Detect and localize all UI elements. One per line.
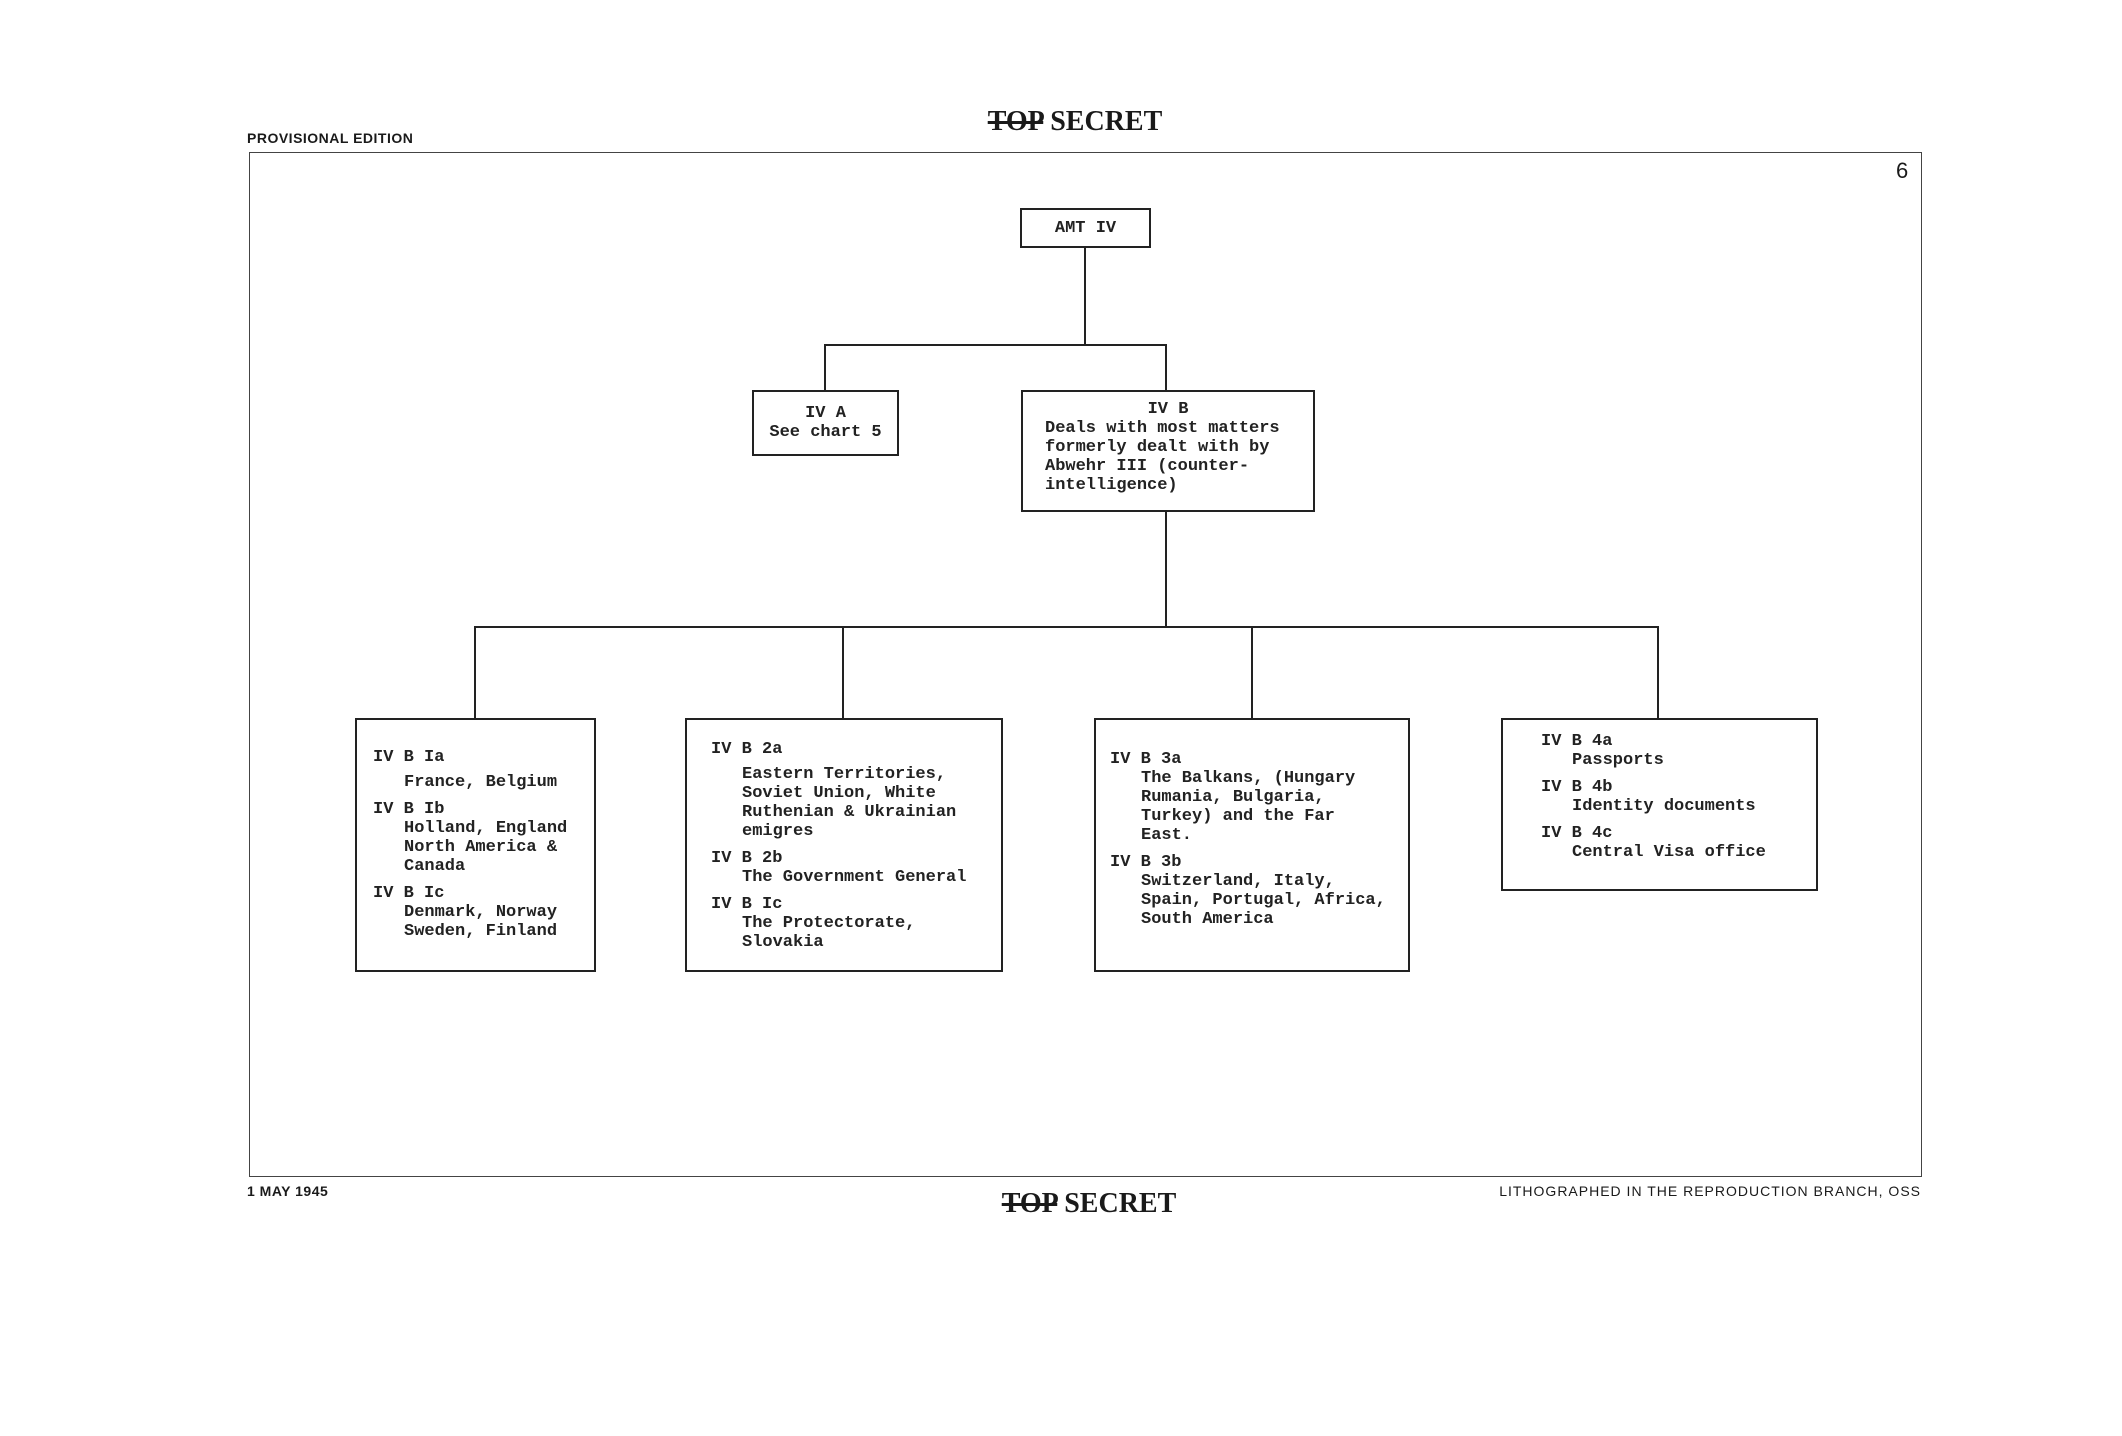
section-desc: Central Visa office [1572, 843, 1766, 862]
edition-label: PROVISIONAL EDITION [247, 130, 414, 146]
connector [1251, 626, 1253, 718]
section-code: IV B Ia [373, 748, 445, 767]
iv-b-desc-line: formerly dealt with by [1045, 438, 1270, 457]
section-desc: Passports [1572, 751, 1664, 770]
page-frame [249, 152, 1922, 1177]
iv-a-code: IV A [805, 404, 846, 423]
connector [824, 344, 1167, 346]
section-desc: France, Belgium [404, 773, 558, 792]
section-code: IV B Ic [373, 884, 445, 903]
section-desc: Sweden, Finland [404, 922, 558, 941]
secret-label: SECRET [1050, 106, 1163, 137]
section-desc: Spain, Portugal, Africa, [1141, 891, 1386, 910]
section-desc: North America & [404, 838, 558, 857]
section-code: IV B 4b [1541, 778, 1613, 797]
iv-a-desc: See chart 5 [769, 423, 882, 442]
section-code: IV B 2a [711, 740, 783, 759]
secret-label: SECRET [1064, 1188, 1177, 1219]
section-desc: East. [1141, 826, 1193, 845]
section-desc: The Government General [742, 868, 967, 887]
iv-b-desc-line: Deals with most matters [1045, 419, 1280, 438]
section-desc: The Protectorate, [742, 914, 916, 933]
connector [1084, 247, 1086, 345]
section-desc: Switzerland, Italy, [1141, 872, 1335, 891]
bottom-classification: TOP SECRET [1002, 1188, 1177, 1220]
top-classification: TOP SECRET [988, 106, 1163, 138]
connector [1165, 511, 1167, 628]
iv-b-box: IV B Deals with most matters formerly de… [1021, 390, 1315, 512]
date-label: 1 MAY 1945 [247, 1183, 329, 1199]
connector [474, 626, 476, 718]
section-desc: Denmark, Norway [404, 903, 558, 922]
section-desc: Rumania, Bulgaria, [1141, 788, 1325, 807]
amt-iv-label: AMT IV [1054, 219, 1117, 238]
section-desc: Identity documents [1572, 797, 1756, 816]
section-code: IV B 4c [1541, 824, 1613, 843]
iv-b-desc-line: intelligence) [1045, 476, 1178, 495]
iv-b-code: IV B [1147, 400, 1189, 419]
section-code: IV B Ic [711, 895, 783, 914]
section-code: IV B 2b [711, 849, 783, 868]
section-code: IV B Ib [373, 800, 445, 819]
connector [824, 344, 826, 390]
page-number: 6 [1896, 158, 1909, 183]
amt-iv-box: AMT IV [1020, 208, 1151, 248]
section-desc: Ruthenian & Ukrainian [742, 803, 957, 822]
section-desc: South America [1141, 910, 1274, 929]
section-desc: Eastern Territories, [742, 765, 947, 784]
connector [474, 626, 1659, 628]
section-code: IV B 3a [1110, 750, 1182, 769]
connector [842, 626, 844, 718]
iv-a-box: IV A See chart 5 [752, 390, 899, 456]
section-desc: The Balkans, (Hungary [1141, 769, 1356, 788]
iv-b-desc-line: Abwehr III (counter- [1045, 457, 1250, 476]
section-code: IV B 4a [1541, 732, 1613, 751]
iv-b-2-box: IV B 2a Eastern Territories,Soviet Union,… [685, 718, 1003, 972]
section-desc: Holland, England [404, 819, 568, 838]
connector [1165, 344, 1167, 390]
struck-top: TOP [987, 106, 1044, 137]
section-desc: emigres [742, 822, 814, 841]
struck-top: TOP [1001, 1188, 1058, 1219]
connector [1657, 626, 1659, 718]
section-desc: Soviet Union, White [742, 784, 936, 803]
section-desc: Canada [404, 857, 466, 876]
section-desc: Turkey) and the Far [1141, 807, 1335, 826]
section-code: IV B 3b [1110, 853, 1182, 872]
printer-credit: LITHOGRAPHED IN THE REPRODUCTION BRANCH,… [1499, 1183, 1921, 1199]
section-desc: Slovakia [742, 933, 824, 952]
